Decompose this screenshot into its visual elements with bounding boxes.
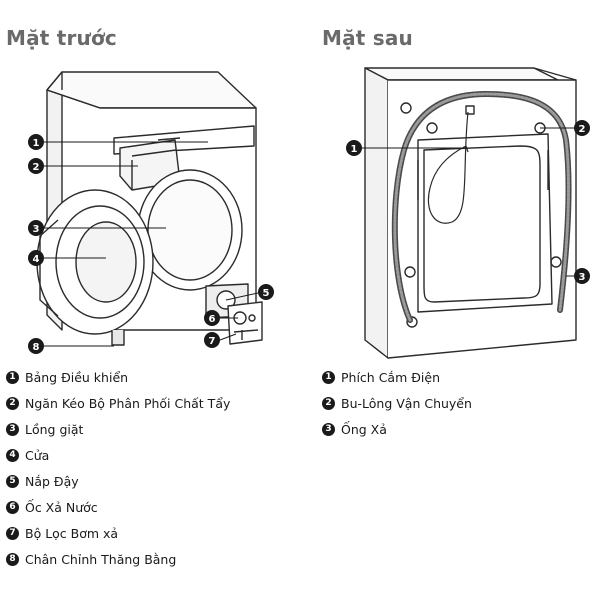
front-parts-legend: 1 Bảng Điều khiển 2 Ngăn Kéo Bộ Phân Phối … [6, 364, 230, 572]
legend-label: Ống Xả [341, 421, 387, 437]
number-badge: 1 [6, 370, 19, 384]
number-badge: 2 [322, 396, 335, 410]
back-callout-2: 2 [540, 120, 590, 136]
legend-item-drain-screw: 6 Ốc Xả Nước [6, 494, 230, 520]
svg-text:4: 4 [33, 254, 40, 265]
svg-text:2: 2 [33, 162, 40, 173]
legend-label: Nắp Đậy [25, 473, 79, 489]
front-callout-3: 3 [28, 220, 166, 236]
number-badge: 3 [6, 422, 19, 436]
legend-item-drain-hose: 3 Ống Xả [322, 416, 472, 442]
front-callout-1: 1 [28, 134, 208, 150]
front-view-title: Mặt trước [6, 26, 117, 50]
svg-text:1: 1 [33, 138, 40, 149]
front-callout-7: 7 [204, 332, 237, 348]
legend-item-door: 4 Cửa [6, 442, 230, 468]
legend-item-detergent-drawer: 2 Ngăn Kéo Bộ Phân Phối Chất Tẩy [6, 390, 230, 416]
legend-label: Phích Cắm Điện [341, 369, 441, 385]
legend-label: Lồng giặt [25, 421, 84, 437]
legend-item-power-plug: 1 Phích Cắm Điện [322, 364, 472, 390]
legend-label: Ngăn Kéo Bộ Phân Phối Chất Tẩy [25, 395, 231, 411]
svg-text:7: 7 [209, 336, 216, 347]
back-washer-illustration [364, 67, 577, 359]
number-badge: 6 [6, 500, 19, 514]
number-badge: 7 [6, 526, 19, 540]
svg-text:2: 2 [579, 124, 586, 135]
svg-text:8: 8 [33, 342, 40, 353]
legend-item-leveling-foot: 8 Chân Chỉnh Thăng Bằng [6, 546, 230, 572]
legend-item-cover: 5 Nắp Đậy [6, 468, 230, 494]
legend-item-control-panel: 1 Bảng Điều khiển [6, 364, 230, 390]
number-badge: 1 [322, 370, 335, 384]
legend-label: Cửa [25, 447, 50, 463]
back-callout-1: 1 [346, 140, 468, 156]
legend-label: Bảng Điều khiển [25, 369, 129, 385]
svg-text:1: 1 [351, 144, 358, 155]
legend-label: Bộ Lọc Bơm xả [25, 525, 119, 541]
svg-text:5: 5 [263, 288, 270, 299]
number-badge: 4 [6, 448, 19, 462]
number-badge: 2 [6, 396, 19, 410]
legend-item-pump-filter: 7 Bộ Lọc Bơm xả [6, 520, 230, 546]
number-badge: 3 [322, 422, 335, 436]
back-view-title: Mặt sau [322, 26, 413, 50]
legend-label: Bu-Lông Vận Chuyển [341, 395, 472, 411]
svg-text:6: 6 [209, 314, 216, 325]
back-callout-3: 3 [566, 268, 590, 284]
number-badge: 8 [6, 552, 19, 566]
number-badge: 5 [6, 474, 19, 488]
legend-item-transit-bolts: 2 Bu-Lông Vận Chuyển [322, 390, 472, 416]
front-callout-8: 8 [28, 338, 114, 354]
front-callout-5: 5 [225, 284, 274, 301]
back-parts-legend: 1 Phích Cắm Điện 2 Bu-Lông Vận Chuyển 3 Ống… [322, 364, 472, 442]
legend-label: Ốc Xả Nước [25, 499, 98, 515]
front-washer-illustration [36, 71, 263, 346]
drain-hose-illustration [391, 90, 572, 323]
legend-item-drum: 3 Lồng giặt [6, 416, 230, 442]
front-callout-6: 6 [204, 310, 238, 326]
washer-diagrams: 1 2 3 4 5 6 7 8 [28, 67, 590, 359]
front-callout-4: 4 [28, 250, 106, 266]
svg-text:3: 3 [33, 224, 40, 235]
front-callout-2: 2 [28, 158, 138, 174]
legend-label: Chân Chỉnh Thăng Bằng [25, 551, 177, 567]
svg-text:3: 3 [579, 272, 586, 283]
